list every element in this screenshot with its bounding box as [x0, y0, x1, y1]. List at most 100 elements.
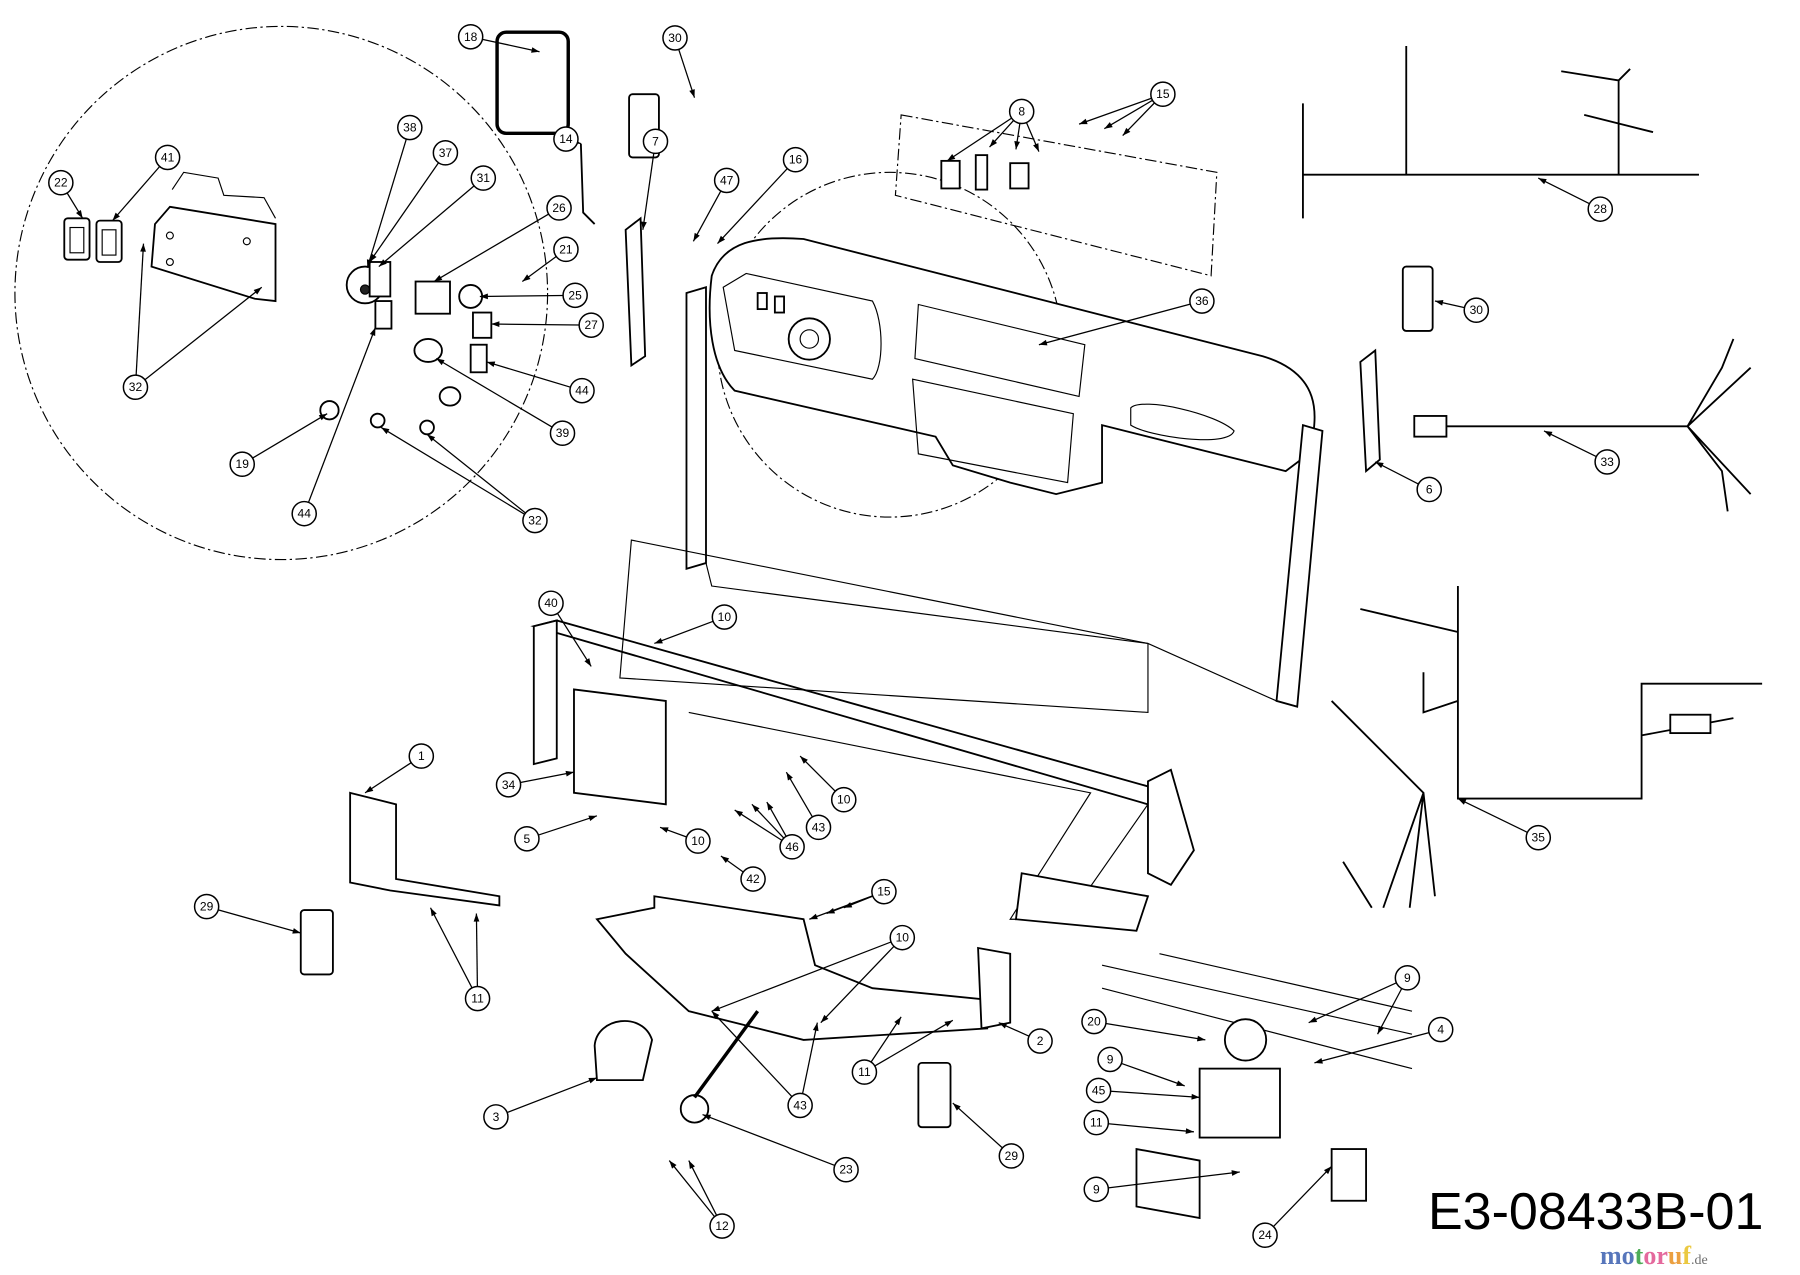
switch-41 [95, 219, 123, 263]
leader-line [820, 945, 895, 1024]
callout-10: 10 [711, 924, 916, 1024]
callout-circle [578, 312, 604, 338]
callout-circle [1027, 1028, 1053, 1054]
leader-arrowhead [253, 287, 262, 295]
callout-circle [553, 236, 579, 263]
leader-arrowhead [369, 327, 376, 337]
light-29-right [917, 1061, 952, 1129]
leader-line [307, 327, 376, 503]
leader-arrowhead [989, 139, 998, 148]
watermark-letter: u [1667, 1241, 1683, 1270]
callout-number: 10 [718, 610, 732, 624]
callout-number: 20 [1087, 1015, 1101, 1029]
leader-arrowhead [689, 89, 695, 98]
bracket-2 [977, 946, 1012, 1030]
relay-8c [1009, 162, 1030, 190]
meter-21 [414, 280, 451, 315]
leader-arrowhead [1191, 1093, 1200, 1100]
leader-line [1308, 982, 1397, 1024]
callout-circle [549, 420, 576, 447]
leader-line [429, 907, 473, 989]
callout-number: 45 [1092, 1083, 1106, 1097]
leader-arrowhead [660, 827, 669, 833]
callout-number: 43 [793, 1098, 807, 1112]
leader-arrowhead [473, 913, 480, 922]
leader-arrowhead [1014, 140, 1020, 150]
bulb-32b [419, 419, 435, 436]
leader-arrowhead [378, 259, 387, 267]
leader-arrowhead [669, 1160, 677, 1169]
leader-arrowhead [112, 212, 120, 221]
leader-arrowhead [1104, 122, 1113, 129]
callout-10: 10 [799, 755, 857, 813]
callout-circle [1008, 98, 1035, 125]
callout-circle [457, 23, 484, 50]
watermark-letter: m [1600, 1241, 1622, 1270]
leader-line [801, 1022, 818, 1094]
leader-line [486, 361, 571, 388]
harness-28 [1302, 45, 1699, 219]
callout-number: 24 [1258, 1228, 1272, 1242]
callout-34: 34 [495, 770, 575, 798]
callout-43: 43 [711, 1010, 819, 1119]
leader-line [1272, 1165, 1333, 1227]
callout-6: 6 [1374, 461, 1443, 503]
callout-circle [495, 771, 522, 798]
callout-number: 4 [1437, 1023, 1444, 1037]
leader-line [717, 168, 788, 245]
leader-arrowhead [998, 1022, 1008, 1029]
callout-number: 11 [471, 992, 484, 1006]
callout-9: 9 [1308, 965, 1421, 1035]
callout-circle [538, 590, 564, 617]
leader-line [692, 190, 722, 242]
leader-line [369, 162, 440, 263]
leader-line [426, 433, 526, 514]
callout-circle [740, 866, 766, 892]
callout-circle [782, 146, 809, 173]
watermark-letter: f [1682, 1241, 1692, 1270]
callout-22: 22 [48, 169, 84, 219]
callout-circle [193, 893, 220, 920]
leader-arrowhead [641, 221, 647, 230]
leader-line [482, 38, 540, 53]
callout-47: 47 [692, 167, 740, 242]
callout-circle [122, 374, 149, 401]
leader-arrowhead [711, 1005, 721, 1012]
leader-arrowhead [1185, 1128, 1194, 1134]
leader-line [654, 620, 714, 645]
leader-arrowhead [1377, 1025, 1384, 1035]
leader-line [491, 323, 580, 326]
leader-arrowhead [1033, 143, 1039, 152]
leader-arrowhead [786, 772, 793, 781]
callout-32: 32 [380, 426, 548, 534]
leader-arrowhead [751, 804, 760, 813]
leader-arrowhead [1196, 1035, 1206, 1042]
panel-8 [894, 114, 1218, 277]
callout-15: 15 [1078, 81, 1176, 137]
callout-45: 45 [1085, 1077, 1200, 1104]
leader-arrowhead [1079, 118, 1088, 125]
callout-circle [889, 924, 916, 951]
callout-31: 31 [378, 165, 497, 268]
relay-8 [940, 159, 961, 190]
callout-32: 32 [122, 243, 263, 401]
rocker-switch-31 [368, 261, 392, 298]
callout-1: 1 [364, 743, 435, 794]
leader-arrowhead [1308, 1016, 1318, 1023]
leader-line [380, 426, 525, 515]
callout-circle [805, 814, 832, 841]
leader-arrowhead [734, 810, 744, 817]
leader-line [112, 166, 161, 222]
callout-28: 28 [1537, 177, 1614, 222]
callout-number: 27 [584, 318, 598, 332]
callout-circle [1097, 1046, 1123, 1073]
callout-number: 8 [1018, 104, 1025, 118]
callout-12: 12 [668, 1160, 735, 1239]
callout-37: 37 [369, 140, 459, 263]
callout-circle [1150, 81, 1176, 108]
leader-arrowhead [894, 1016, 902, 1026]
leader-arrowhead [381, 427, 390, 435]
leader-line [364, 762, 412, 794]
leader-line [1078, 97, 1152, 125]
leader-line [1108, 1123, 1194, 1133]
